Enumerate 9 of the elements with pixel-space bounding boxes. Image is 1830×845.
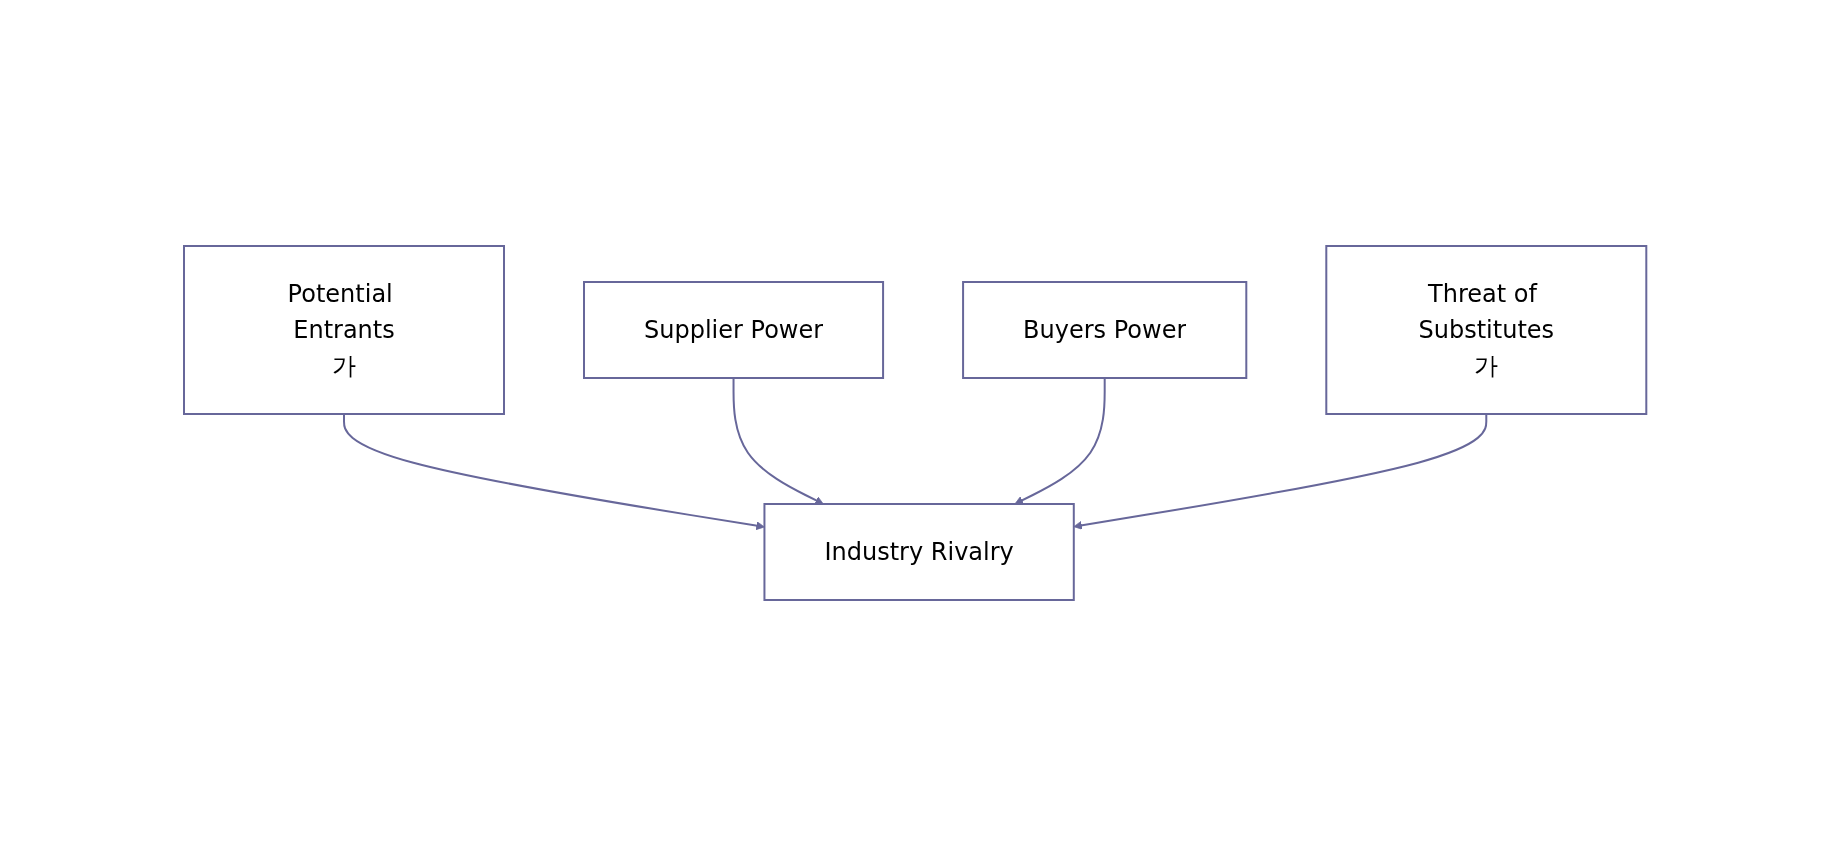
node-box: Threat of Substitutes 가 [1325, 244, 1648, 415]
arrow [1014, 376, 1106, 504]
node-box: Potential Entrants 가 [182, 244, 505, 415]
arrow [342, 412, 765, 530]
arrow [1073, 412, 1488, 530]
node-box: Supplier Power [582, 280, 884, 379]
node-box: Buyers Power [961, 280, 1248, 379]
arrow [732, 376, 824, 504]
node-box: Industry Rivalry [763, 502, 1075, 601]
